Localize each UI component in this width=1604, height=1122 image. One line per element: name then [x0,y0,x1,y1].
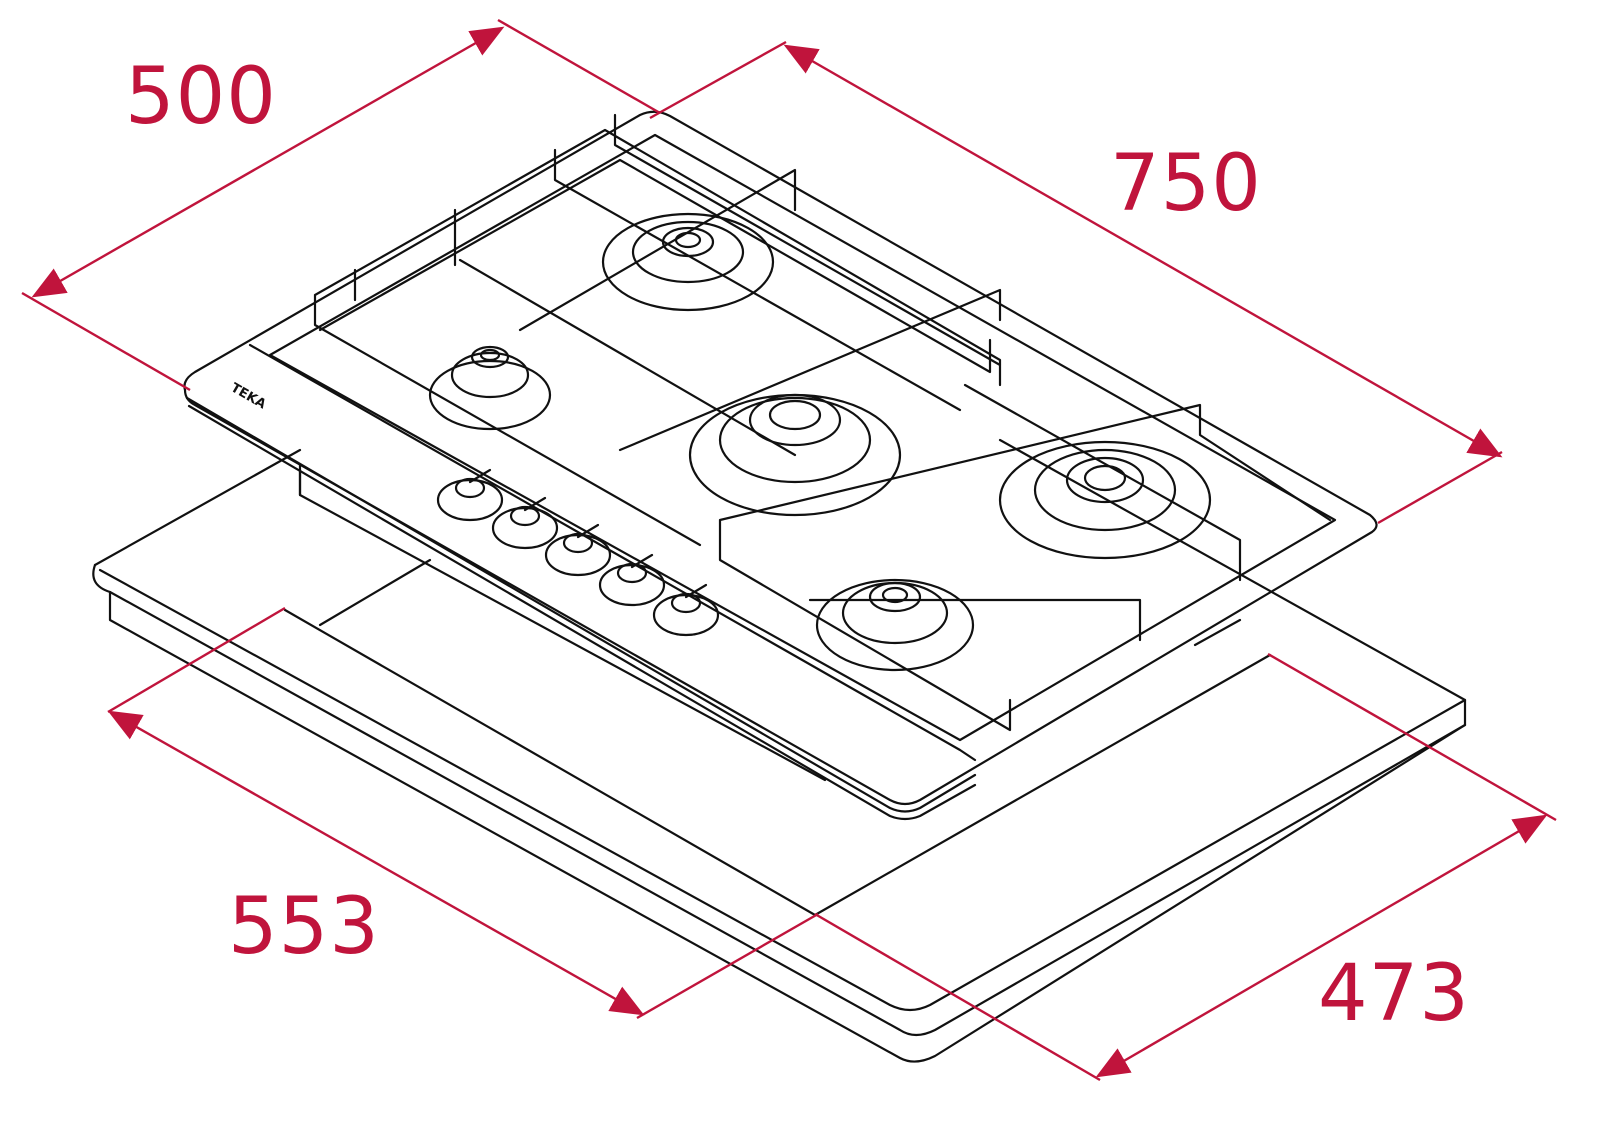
dimension-553-line [107,606,819,1020]
knob [544,523,612,577]
burner [428,345,552,431]
dimension-cutout-depth-label: 473 [1318,949,1470,1039]
burners [428,212,1212,672]
brand-logo: TEKA [228,380,268,412]
hob: TEKA [183,110,1378,821]
burner [998,440,1212,560]
knob [598,553,666,607]
dimension-473-line [814,652,1557,1082]
dimension-500-line [21,18,661,392]
burner [815,578,975,672]
knob [652,583,720,637]
knob [491,496,559,550]
knob [436,468,504,522]
dimension-750-line [649,40,1503,525]
burner [601,212,775,312]
control-knobs [436,468,720,637]
dimension-width-label: 750 [1110,139,1262,229]
dimension-cutout-width-label: 553 [228,882,380,972]
dimension-depth-label: 500 [125,52,277,142]
